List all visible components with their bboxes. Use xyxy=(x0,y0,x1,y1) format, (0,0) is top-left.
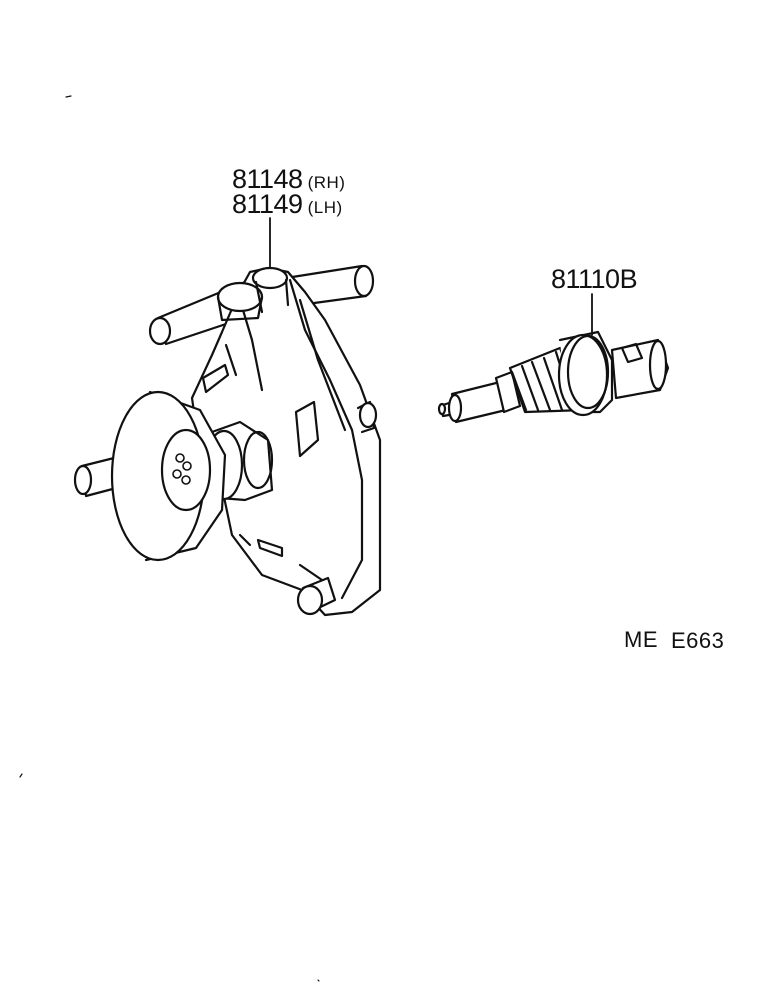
diagram-code-number: E663 xyxy=(671,628,725,653)
sensor-drawing xyxy=(439,294,668,422)
pump-lh-side: (LH) xyxy=(307,198,343,217)
diagram-code-prefix: ME xyxy=(624,627,658,652)
pulley xyxy=(112,392,225,560)
pulley-hub-mark xyxy=(173,454,191,484)
pump-rh-side: (RH) xyxy=(307,173,346,192)
pump-lh-label: 81149(LH) xyxy=(232,191,343,218)
lower-boss xyxy=(298,565,335,614)
sensor-part-number: 81110B xyxy=(551,264,638,294)
pump-rh-part-number: 81148 xyxy=(232,164,303,194)
pump-lh-part-number: 81149 xyxy=(232,189,303,219)
pump-assembly-drawing xyxy=(75,218,380,615)
right-boss xyxy=(358,402,376,432)
pump-rh-label: 81148(RH) xyxy=(232,166,345,193)
scan-specks xyxy=(20,96,319,981)
